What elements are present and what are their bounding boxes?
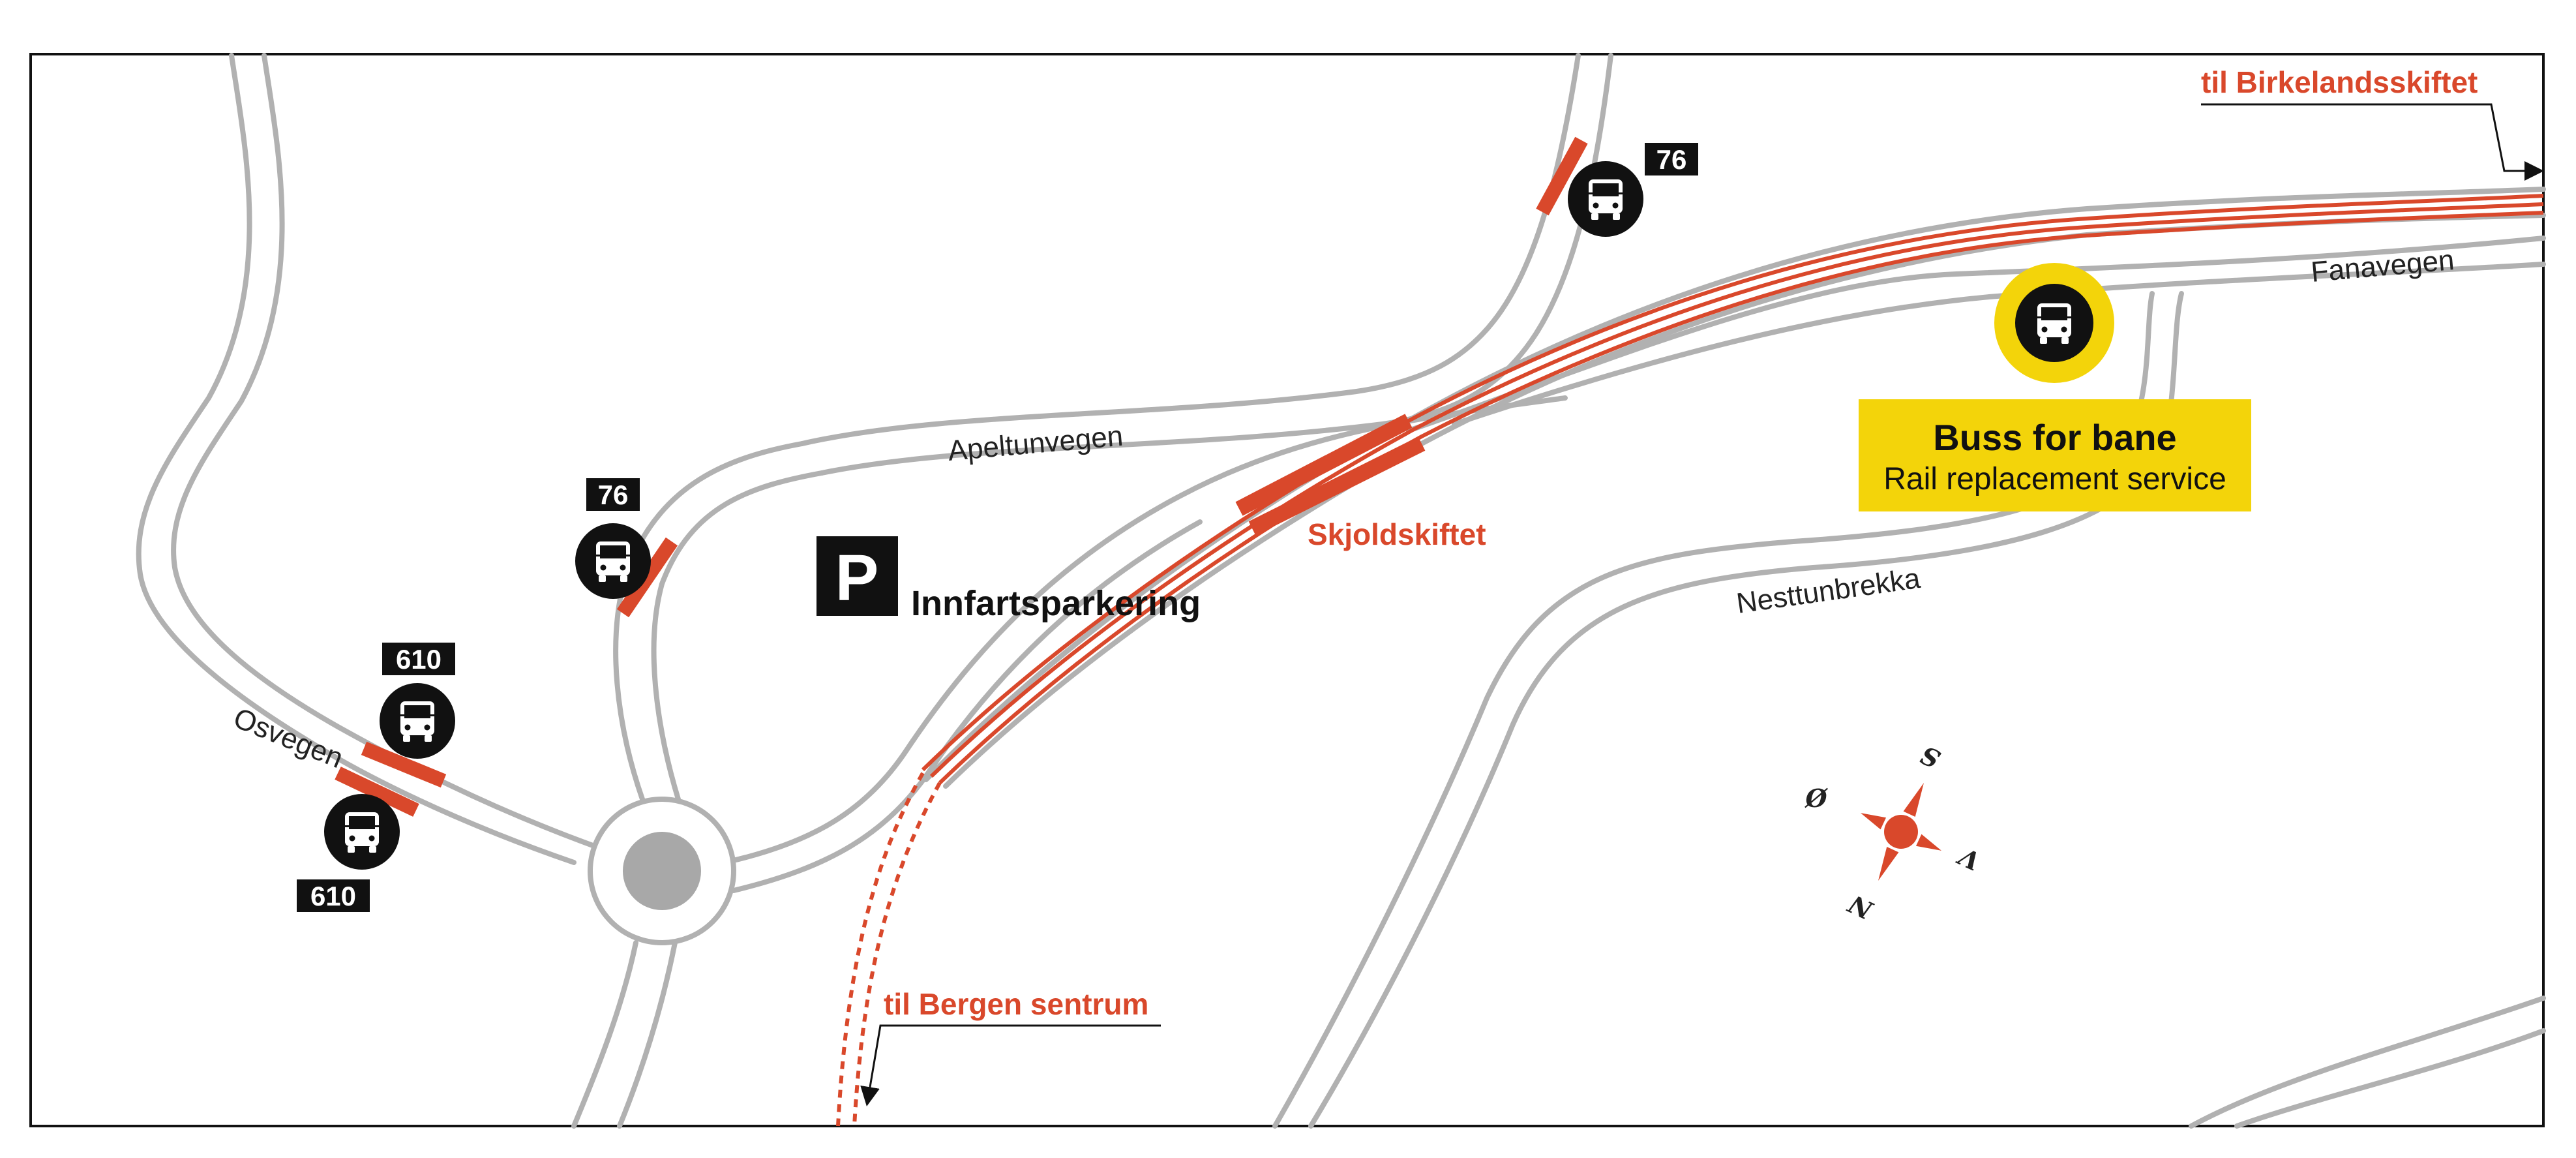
roundabout bbox=[588, 797, 736, 945]
rail-replacement-subtitle: Rail replacement service bbox=[1883, 462, 2226, 496]
bus-stop-76-west[interactable]: 76 bbox=[575, 478, 651, 599]
rail-edge-north bbox=[923, 187, 2546, 782]
parking-label: Innfartsparkering bbox=[911, 584, 1201, 623]
direction-to-birkeland: til Birkelandsskiftet bbox=[2201, 65, 2544, 181]
svg-text:P: P bbox=[835, 541, 879, 615]
svg-text:til Birkelandsskiftet: til Birkelandsskiftet bbox=[2201, 65, 2478, 99]
svg-text:610: 610 bbox=[310, 881, 356, 911]
road-apeltunvegen bbox=[800, 53, 1581, 446]
road-roundabout-north-inner bbox=[651, 470, 824, 802]
road-roundabout-south-inner bbox=[617, 940, 678, 1129]
bus-stop-610-south[interactable]: 610 bbox=[297, 794, 400, 912]
rail-replacement-info: Buss for bane Rail replacement service bbox=[1859, 399, 2251, 511]
rail-replacement-stop[interactable] bbox=[1994, 263, 2114, 383]
svg-text:76: 76 bbox=[598, 480, 629, 510]
road-fanavegen-inner bbox=[1452, 262, 2546, 427]
svg-text:til Bergen sentrum: til Bergen sentrum bbox=[884, 987, 1148, 1021]
station-label: Skjoldskiftet bbox=[1308, 517, 1486, 551]
bus-stop-76-north[interactable]: 76 bbox=[1568, 143, 1698, 237]
bus-stop-platforms bbox=[335, 136, 1588, 817]
svg-text:Ø: Ø bbox=[1804, 784, 1828, 813]
road-south-east-inner bbox=[2234, 1028, 2546, 1129]
road-south-east bbox=[2189, 996, 2546, 1129]
light-rail-tunnel bbox=[836, 772, 942, 1127]
svg-text:76: 76 bbox=[1656, 144, 1687, 175]
svg-text:610: 610 bbox=[396, 644, 442, 675]
parking-icon bbox=[816, 536, 898, 616]
road-roundabout-south bbox=[571, 940, 638, 1129]
station-platform bbox=[1235, 414, 1426, 536]
road-left-north bbox=[136, 53, 577, 865]
bus-stop-610-north[interactable]: 610 bbox=[380, 643, 455, 759]
rail-replacement-title: Buss for bane bbox=[1933, 417, 2176, 458]
parking-area: P Innfartsparkering bbox=[816, 536, 1201, 623]
light-rail-line bbox=[921, 194, 2544, 785]
direction-to-city: til Bergen sentrum bbox=[860, 987, 1161, 1106]
